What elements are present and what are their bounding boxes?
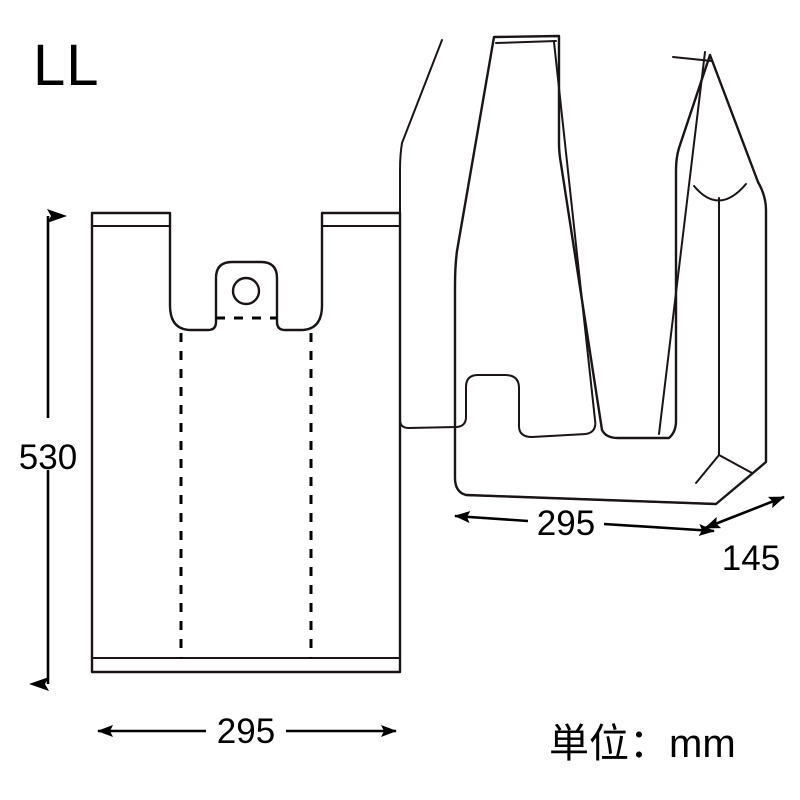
- perspective-width-dimension: 295: [454, 504, 715, 543]
- bag-perspective-outline: [453, 34, 768, 506]
- gusset-top-curve: [693, 183, 747, 202]
- three-quarter-perspective-view: [399, 34, 768, 506]
- depth-dimension-value: 145: [722, 539, 780, 578]
- bag-front-outline: [90, 211, 402, 674]
- unit-note-label: 単位：mm: [549, 722, 736, 766]
- gusset-bottom-fold-right: [718, 454, 753, 474]
- front-width-dimension-value: 295: [217, 712, 275, 751]
- perspective-right-handle-hem: [672, 56, 713, 62]
- perspective-width-line-left: [454, 511, 529, 524]
- height-dimension-value: 530: [19, 438, 77, 477]
- base-front-edge: [465, 494, 717, 505]
- height-dimension: 530: [19, 209, 77, 691]
- handle-punch-hole-icon: [231, 276, 261, 306]
- perspective-left-handle-hem: [495, 40, 557, 44]
- gusset-bottom-fold-left: [695, 454, 720, 484]
- front-width-dimension: 295: [97, 712, 397, 751]
- front-elevation-view: [90, 211, 402, 674]
- left-handle-inner-edge: [399, 39, 597, 438]
- perspective-width-line-right: [603, 522, 715, 537]
- depth-dimension-line: [704, 495, 785, 530]
- right-handle-inner-edge: [658, 51, 706, 435]
- perspective-width-value: 295: [537, 504, 595, 543]
- depth-dimension: 145: [704, 495, 785, 578]
- size-label: LL: [33, 33, 100, 98]
